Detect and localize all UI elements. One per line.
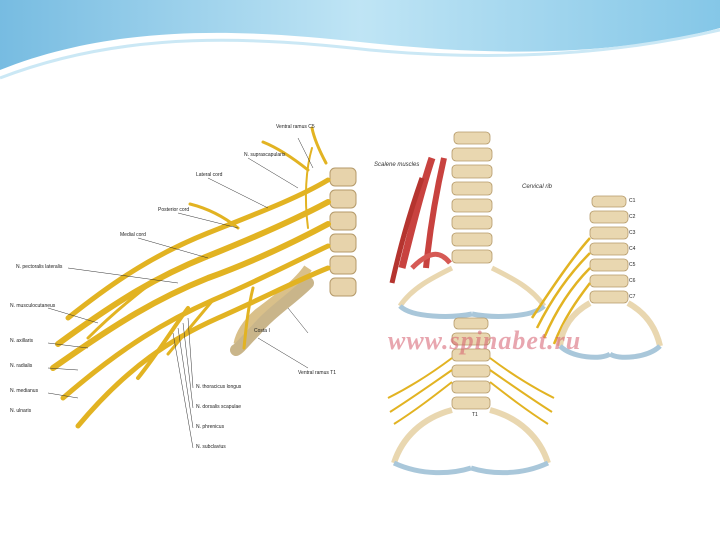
vertebra-label-c6: C6	[629, 278, 636, 284]
label-medial-cord: Medial cord	[120, 232, 146, 238]
vertebra-label-c1: C1	[629, 198, 636, 204]
label-suprascapular: N. suprascapularis	[244, 152, 286, 158]
vertebra-label-t1: T1	[472, 412, 478, 418]
label-ulnar: N. ulnaris	[10, 408, 32, 414]
brachial-plexus-illustration	[47, 126, 357, 449]
watermark-text: www.spinabet.ru	[388, 326, 582, 355]
vertebra-label-c4: C4	[629, 246, 636, 252]
vertebra-label-c5: C5	[629, 262, 636, 268]
spine-with-thoracic-cage	[387, 317, 555, 476]
nerve-bundle	[50, 126, 331, 429]
label-c5: Ventral ramus C5	[276, 124, 315, 130]
label-pectoral: N. pectoralis lateralis	[16, 264, 63, 270]
cervical-plexus-figure: Scalene muscles Cervical rib C1 C2 C3 C4…	[372, 118, 672, 482]
label-axillary: N. axillaris	[10, 338, 34, 344]
label-median: N. medianus	[10, 388, 39, 394]
header-wave-decoration	[0, 0, 720, 80]
label-leader-lines	[47, 137, 314, 449]
label-lateral-cord: Lateral cord	[196, 172, 223, 178]
vertebra-label-c3: C3	[629, 230, 636, 236]
cervical-spine-illustrations	[387, 131, 663, 476]
label-subclavius: N. subclavius	[196, 444, 226, 450]
caption-cervical-rib: Cervical rib	[522, 184, 553, 190]
label-musculocutaneous: N. musculocutaneus	[10, 303, 56, 309]
first-rib	[230, 277, 314, 356]
spine-with-cervical-rib	[530, 195, 663, 360]
vertebra-label-c7: C7	[629, 294, 636, 300]
label-long-thoracic: N. thoracicus longus	[196, 384, 242, 390]
caption-scalenes: Scalene muscles	[374, 162, 420, 168]
spine-with-scalenes	[389, 131, 547, 319]
label-t1: Ventral ramus T1	[298, 370, 336, 376]
label-dorsal-scapular: N. dorsalis scapulae	[196, 404, 242, 410]
label-posterior-cord: Posterior cord	[158, 207, 190, 213]
label-phrenic: N. phrenicus	[196, 424, 225, 430]
brachial-plexus-figure: Ventral ramus C5 N. suprascapularis Late…	[8, 108, 360, 470]
label-radial: N. radialis	[10, 363, 33, 369]
label-rib: Costa I	[254, 328, 270, 334]
vertebra-label-c2: C2	[629, 214, 636, 220]
